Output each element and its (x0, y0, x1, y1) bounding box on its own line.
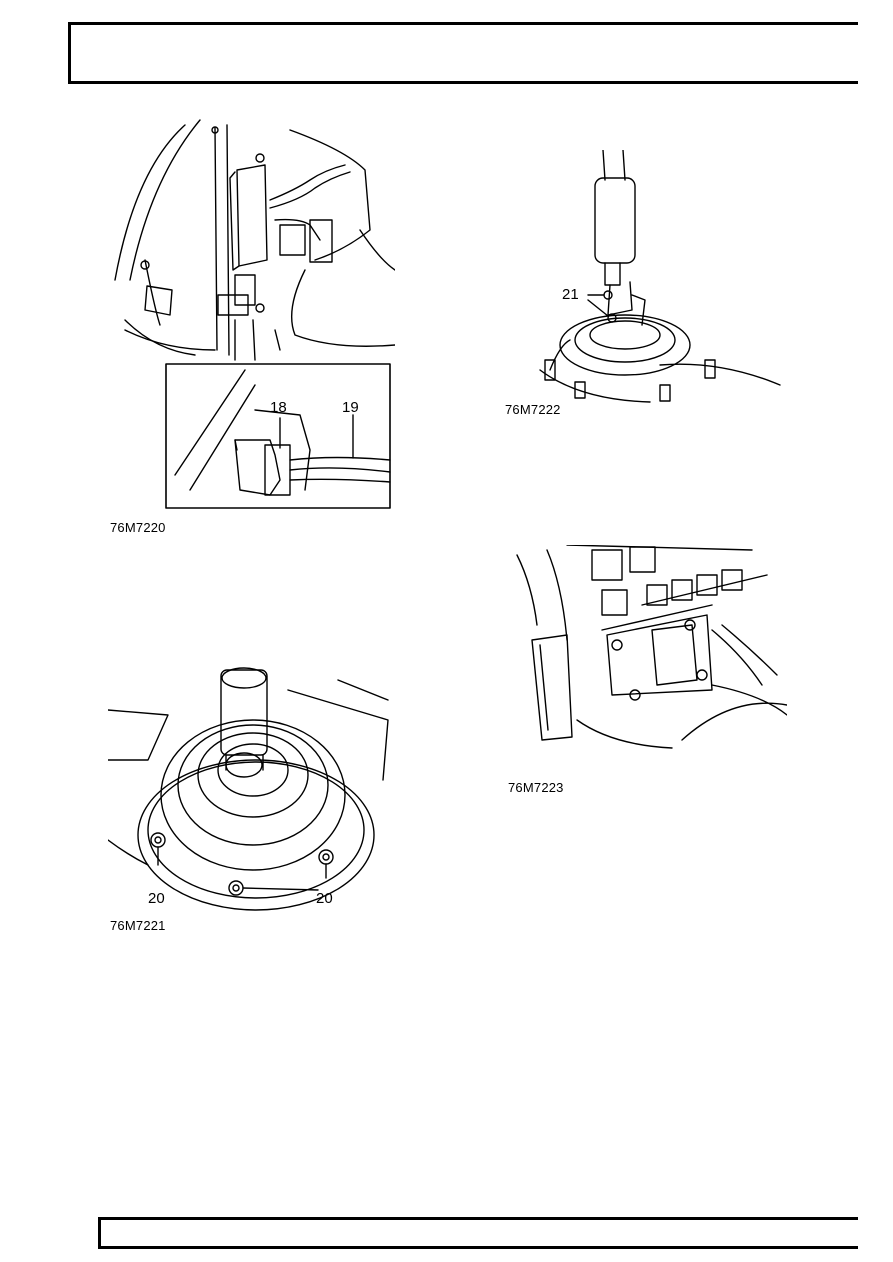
figure-caption: 76M7223 (508, 780, 564, 795)
figure-caption: 76M7220 (110, 520, 166, 535)
page-footer-frame (98, 1217, 858, 1249)
figure-caption: 76M7221 (110, 918, 166, 933)
figure-ecu-connector: 18 19 (105, 110, 395, 510)
lever-bolts-illustration: 21 (539, 150, 781, 403)
figure-gaiter-nuts: 20 20 (108, 660, 393, 920)
console-panel-illustration (516, 545, 787, 749)
figure-caption: 76M7222 (505, 402, 561, 417)
figure-lever-bolts: 21 (520, 150, 785, 410)
page-header-frame (68, 22, 858, 84)
figure-console-panel (512, 545, 787, 750)
callout-label: 18 (270, 399, 287, 416)
callout-label: 20 (316, 890, 333, 907)
callout-label: 21 (562, 286, 579, 303)
callout-label: 19 (342, 399, 359, 416)
callout-label: 20 (148, 890, 165, 907)
gaiter-nuts-illustration: 20 20 (108, 667, 389, 911)
ecu-connector-illustration: 18 19 (114, 119, 395, 509)
